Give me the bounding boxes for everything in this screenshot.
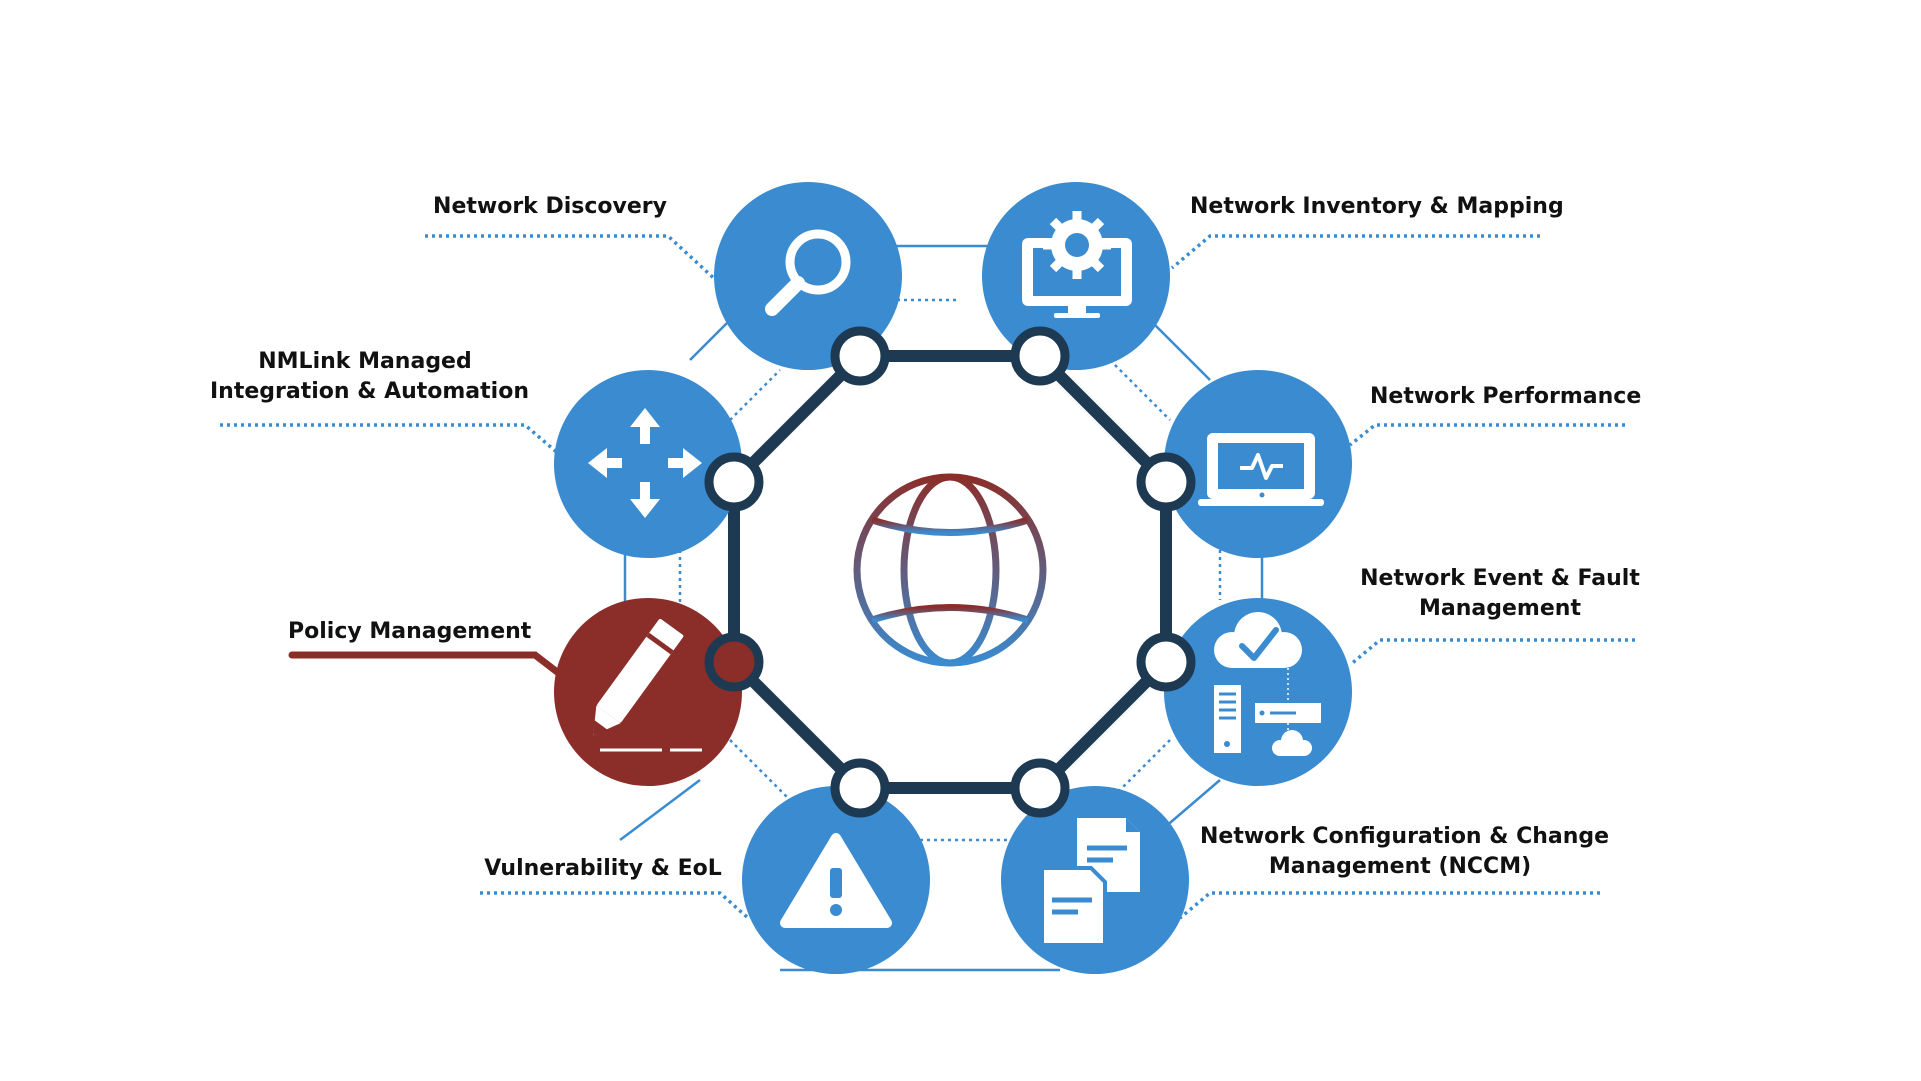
label-network-configuration-change-management[interactable]: Network Configuration & Change Managemen… (1200, 824, 1610, 879)
leader-line-vulnerability-eol (480, 891, 750, 920)
globe-icon (853, 473, 1047, 667)
inner-dotted-connectors (678, 298, 1222, 842)
leader-lines (220, 234, 1635, 920)
label-network-performance[interactable]: Network Performance (1370, 384, 1642, 409)
warning-icon (780, 833, 892, 928)
node-policy-management[interactable] (554, 598, 742, 786)
label-policy-management[interactable]: Policy Management (288, 619, 532, 644)
label-nmlink-managed-integration-automation[interactable]: NMLink Managed Integration & Automation (210, 349, 529, 404)
cloud-server-check-icon (1214, 612, 1321, 756)
leader-line-policy-management (288, 651, 569, 682)
junction (1136, 452, 1196, 512)
monitor-gear-icon (1022, 211, 1132, 318)
node-network-event-fault-management[interactable] (1164, 598, 1352, 786)
label-network-event-fault-management[interactable]: Network Event & Fault Management (1360, 566, 1640, 621)
ring-junctions (704, 326, 1196, 818)
magnifier-icon (765, 229, 851, 316)
junction (1010, 758, 1070, 818)
junction (704, 452, 764, 512)
leader-line-network-performance (1348, 423, 1625, 447)
laptop-pulse-icon (1198, 433, 1324, 506)
junction (1010, 326, 1070, 386)
leader-line-network-inventory-mapping (1170, 234, 1540, 270)
documents-icon (1040, 818, 1140, 947)
arrows-move-icon (588, 408, 702, 518)
node-network-discovery[interactable] (714, 182, 902, 370)
label-network-inventory-mapping[interactable]: Network Inventory & Mapping (1190, 194, 1564, 219)
junction (830, 326, 890, 386)
leader-line-network-event-fault (1348, 638, 1635, 667)
pencil-icon (593, 618, 702, 752)
leader-line-network-discovery (425, 234, 720, 284)
label-network-discovery[interactable]: Network Discovery (433, 194, 667, 219)
junction (1136, 632, 1196, 692)
junction-active (704, 632, 764, 692)
label-vulnerability-eol[interactable]: Vulnerability & EoL (484, 856, 722, 881)
leader-line-nccm (1178, 891, 1600, 920)
leader-line-nmlink (220, 423, 562, 457)
node-nmlink-managed-integration-automation[interactable] (554, 370, 742, 558)
junction (830, 758, 890, 818)
